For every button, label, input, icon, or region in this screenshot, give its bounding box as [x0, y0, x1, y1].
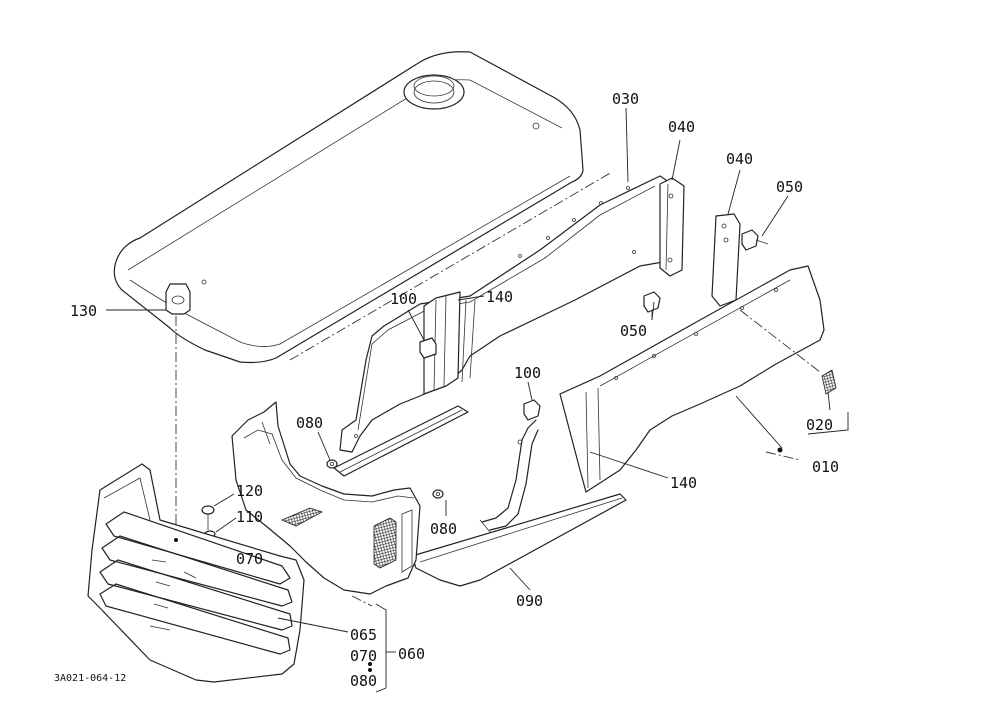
nut-080-left	[317, 431, 338, 469]
bracket-040-a	[659, 139, 685, 277]
clip-020	[821, 369, 837, 411]
callout-020: 020	[806, 416, 833, 434]
callout-030: 030	[612, 90, 639, 108]
lower-seal-140-lower	[479, 419, 669, 533]
callout-070-b: 070	[350, 647, 377, 665]
callout-130: 130	[70, 302, 97, 320]
callout-100-b: 100	[514, 364, 541, 382]
callout-080-c: 080	[350, 672, 377, 690]
callout-bracket-010	[765, 412, 849, 461]
callout-100-a: 100	[390, 290, 417, 308]
callout-140-a: 140	[486, 288, 513, 306]
bolt-050-b	[643, 291, 661, 321]
callout-080-a: 080	[296, 414, 323, 432]
callout-070-a: 070	[236, 550, 263, 568]
bolt-100-lower	[523, 381, 541, 421]
nut-080-right	[432, 489, 447, 516]
callout-060: 060	[398, 645, 425, 663]
washer-110	[204, 517, 237, 538]
front-cowl	[231, 401, 421, 595]
callout-090: 090	[516, 592, 543, 610]
callout-110: 110	[236, 508, 263, 526]
callout-080-b: 080	[430, 520, 457, 538]
callout-140-b: 140	[670, 474, 697, 492]
hinge-block-130	[106, 283, 191, 540]
figure-code: 3A021-064-12	[54, 673, 126, 684]
screw-120	[201, 493, 235, 530]
side-cover-010	[559, 265, 825, 493]
callout-010: 010	[812, 458, 839, 476]
callout-040-b: 040	[726, 150, 753, 168]
rubber-strip-090	[411, 493, 627, 591]
callout-050-a: 050	[776, 178, 803, 196]
bracket-040-b	[711, 169, 741, 307]
hood-panel	[113, 51, 613, 364]
bolt-050-a	[741, 195, 789, 251]
front-grille-065	[87, 463, 349, 683]
callout-040-a: 040	[668, 118, 695, 136]
callout-bracket-060	[351, 595, 396, 693]
callout-120: 120	[236, 482, 263, 500]
seal-strip-under-cowl	[333, 405, 469, 477]
callout-065: 065	[350, 626, 377, 644]
callout-050-b: 050	[620, 322, 647, 340]
bolt-100-upper	[407, 309, 437, 359]
